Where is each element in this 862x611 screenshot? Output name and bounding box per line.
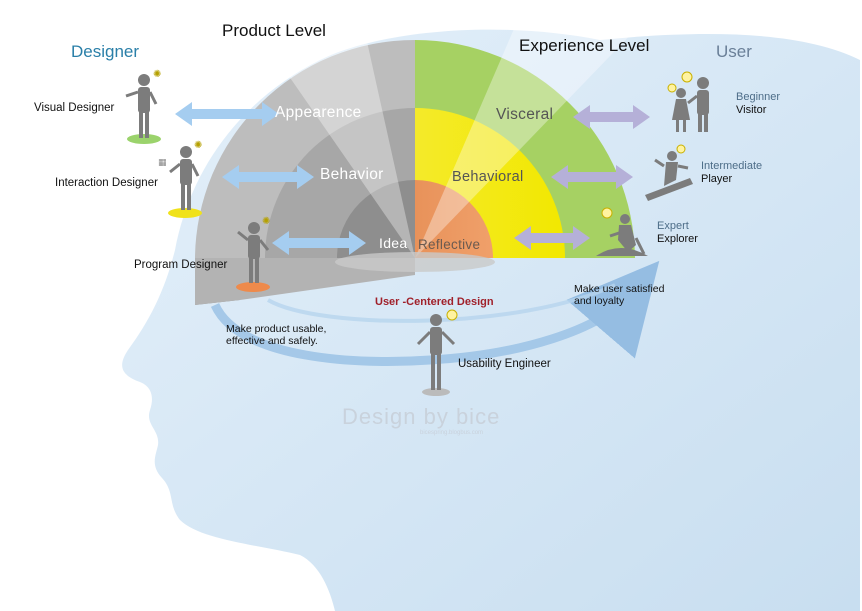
svg-text:✺: ✺ [262,216,270,227]
user-explorer-level: Expert [657,220,689,232]
visual-designer-label: Visual Designer [34,102,115,114]
layer-visceral: Visceral [496,106,554,123]
user-explorer-label: Expert Explorer [657,220,698,246]
user-visitor-role: Visitor [736,104,767,116]
experience-light-beam [415,15,640,258]
arrow-reflective-explorer [514,226,590,250]
layer-idea: Idea [379,235,408,251]
left-note-line-2: effective and safely. [226,335,318,347]
experience-level-header: Experience Level [519,36,650,55]
right-note-line-2: and loyalty [574,295,625,307]
user-centered-design-title: User -Centered Design [375,296,494,308]
product-level-header: Product Level [222,21,326,40]
experience-ring-inner [415,180,493,258]
svg-text:▦: ▦ [158,158,167,168]
right-note: Make user satisfied and loyalty [574,283,664,307]
user-explorer-role: Explorer [657,233,698,245]
left-note: Make product usable, effective and safel… [226,323,326,347]
user-player-level: Intermediate [701,160,763,172]
center-base-disc [335,252,495,272]
layer-behavioral: Behavioral [452,169,524,185]
layer-reflective: Reflective [418,237,481,252]
watermark-url: bicespring.blogbus.com [420,430,484,436]
user-visitor-level: Beginner [736,91,781,103]
svg-text:✺: ✺ [194,140,202,151]
arrow-behavioral-player [551,165,633,189]
visitor-figure [667,71,709,132]
left-note-line-1: Make product usable, [226,323,327,335]
user-player-label: Intermediate Player [701,160,762,186]
arrow-visual-appearence [175,102,279,126]
product-light-beam [250,10,415,258]
explorer-figure [596,207,648,256]
arrow-interaction-behavior [222,165,314,189]
layer-appearence: Appearence [275,104,362,121]
user-header: User [716,42,752,61]
svg-text:✺: ✺ [153,69,161,80]
visual-designer-figure: ✺ [125,69,161,144]
arrow-program-idea [272,231,366,255]
feedback-loop-arrow-upper [267,283,616,323]
user-player-role: Player [701,173,733,185]
program-designer-figure: ✺ [236,216,270,292]
arrow-visceral-visitor [573,105,650,129]
watermark-text: Design by bice [342,404,501,429]
right-note-line-1: Make user satisfied [574,283,665,295]
player-figure [645,144,693,201]
interaction-designer-label: Interaction Designer [55,177,158,189]
usability-engineer-label: Usability Engineer [458,358,551,370]
feedback-loop-arrow [210,260,660,366]
interaction-designer-figure: ▦ ✺ [158,140,202,218]
layer-behavior: Behavior [320,166,384,183]
user-visitor-label: Beginner Visitor [736,91,780,117]
designer-header: Designer [71,42,140,61]
program-designer-label: Program Designer [134,259,228,271]
usability-engineer-figure [416,309,458,396]
